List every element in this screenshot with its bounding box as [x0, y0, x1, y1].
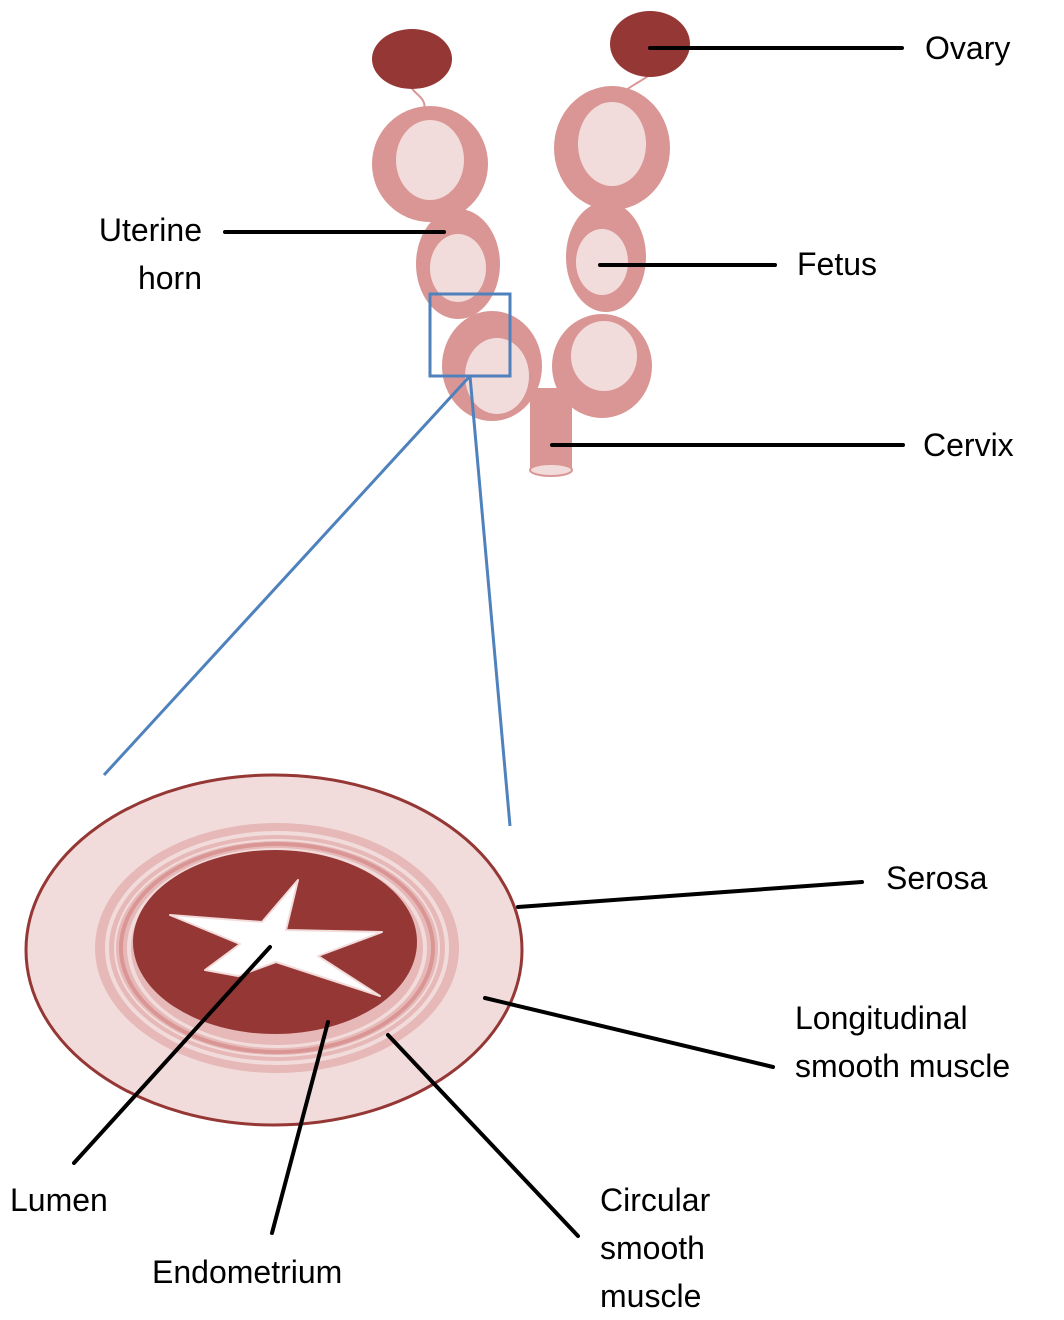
label-fetus: Fetus: [797, 240, 877, 288]
label-longitudinal-muscle: Longitudinal smooth muscle: [795, 994, 1010, 1090]
longitudinal-muscle-leader: [485, 998, 773, 1067]
circular-muscle-leader: [388, 1035, 578, 1236]
label-ovary: Ovary: [925, 24, 1010, 72]
serosa-leader: [518, 882, 862, 907]
left-uterine-horn: [372, 106, 542, 421]
label-endometrium: Endometrium: [152, 1248, 342, 1296]
label-serosa: Serosa: [886, 854, 987, 902]
right-uterine-horn: [552, 86, 670, 418]
label-uterine-horn: Uterine horn: [40, 206, 202, 302]
label-lumen: Lumen: [10, 1176, 108, 1224]
cervix-shape: [530, 388, 572, 476]
label-cervix: Cervix: [923, 421, 1014, 469]
zoom-connector-left: [104, 376, 470, 775]
right-ovary: [610, 11, 690, 77]
left-ovary: [372, 29, 452, 89]
label-circular-muscle: Circular smooth muscle: [600, 1176, 710, 1320]
cross-section: [26, 775, 522, 1125]
zoom-connector-right: [470, 376, 510, 826]
